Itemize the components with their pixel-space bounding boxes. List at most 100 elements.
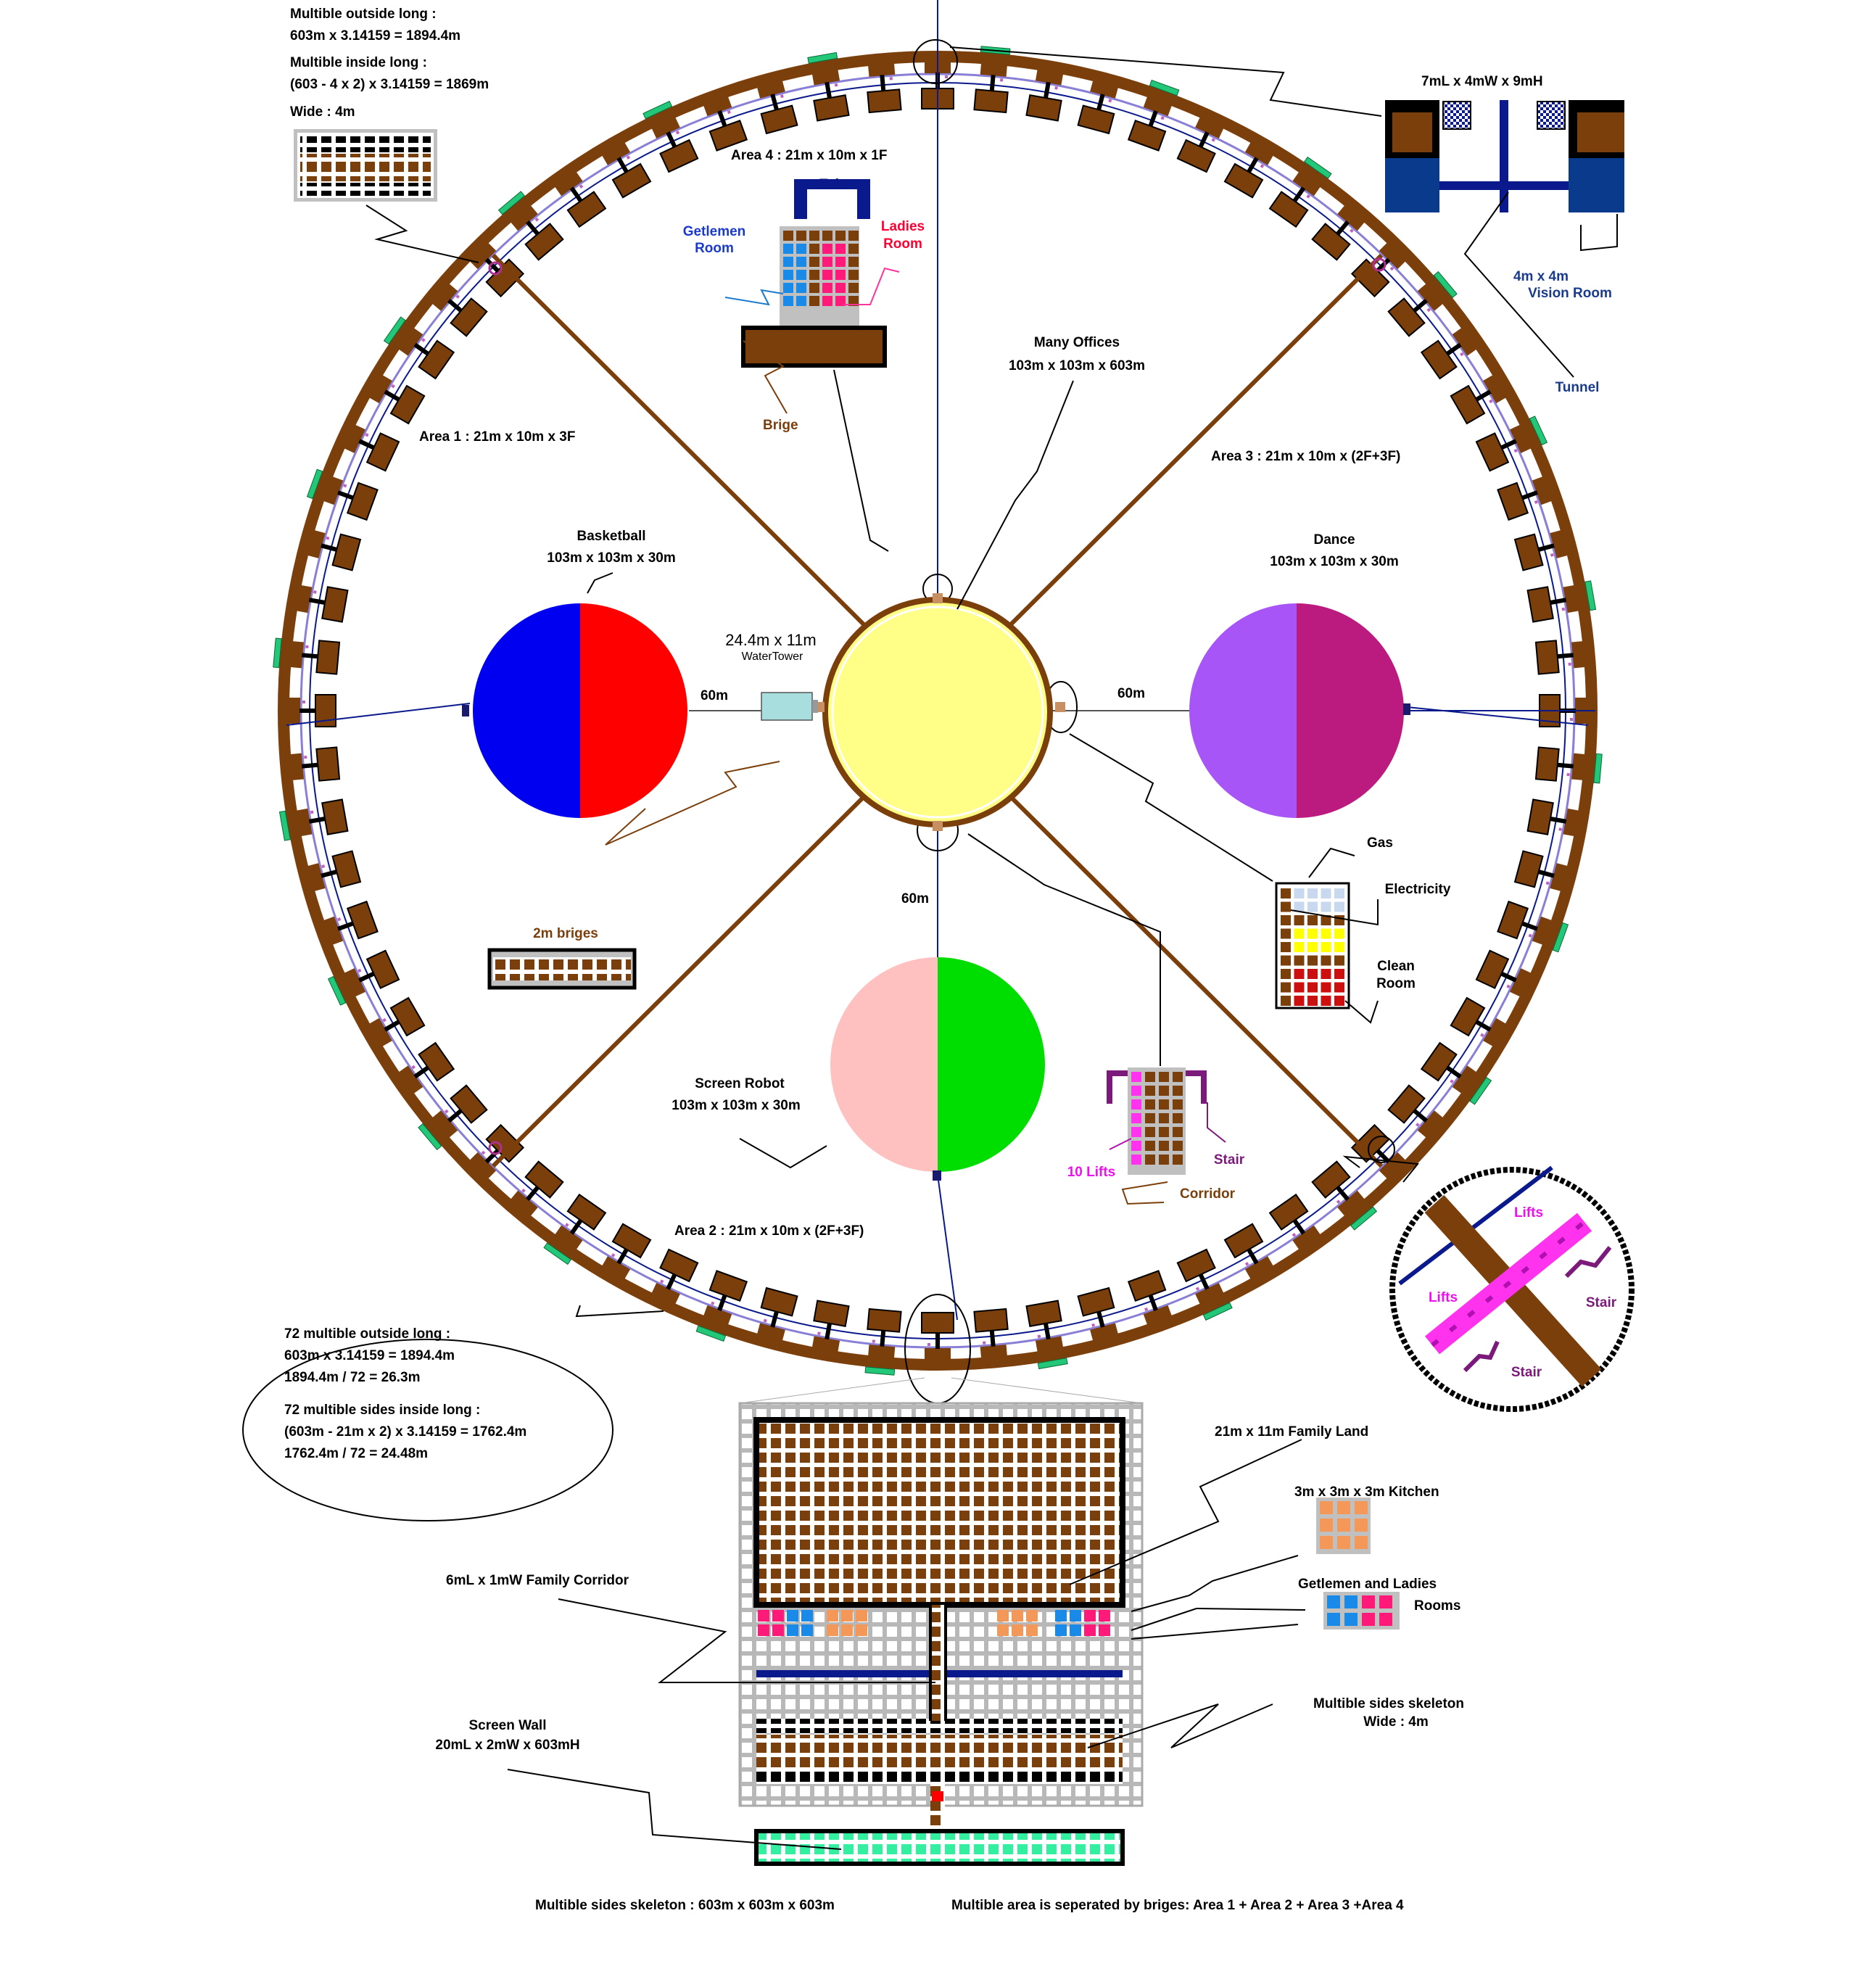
- ring-unit: [289, 746, 341, 782]
- room-cell: [801, 1624, 813, 1636]
- ring-unit: [973, 1308, 1009, 1359]
- toilet-cell: [848, 257, 859, 267]
- ring-green-marker: [1350, 1206, 1378, 1231]
- room-cell: [1099, 1610, 1110, 1622]
- offices-label: Many Offices: [1034, 335, 1120, 350]
- utility-cell: [1307, 942, 1318, 952]
- family-corridor-label: 6mL x 1mW Family Corridor: [446, 1573, 629, 1588]
- room-cell: [1070, 1610, 1081, 1622]
- ring-unit: [1534, 640, 1586, 675]
- ring-unit: [756, 1286, 798, 1342]
- tunnel-label: Tunnel: [1555, 380, 1600, 395]
- bridges-label: 2m briges: [533, 926, 598, 941]
- ring-green-marker: [1202, 1302, 1233, 1321]
- toilet-cell: [783, 296, 793, 306]
- room-cell: [1099, 1624, 1110, 1636]
- utility-cell: [1281, 969, 1291, 979]
- ring-unit: [1387, 1084, 1444, 1139]
- ring-unit: [601, 141, 652, 199]
- ring-unit: [307, 850, 362, 892]
- lift-cell: [1131, 1141, 1141, 1151]
- rooms-cell: [1379, 1613, 1392, 1626]
- ring-unit: [296, 585, 349, 623]
- wide-label: Wide : 4m: [290, 104, 355, 120]
- ring-unit: [1526, 798, 1579, 837]
- ring-green-markers: [273, 46, 1603, 1376]
- screen-robot-label: Screen Robot: [695, 1076, 785, 1091]
- ring-unit: [398, 1041, 455, 1094]
- utility-cell: [1321, 901, 1331, 912]
- toilet-cell: [822, 231, 832, 241]
- note-line-3: 1894.4m / 72 = 26.3m: [284, 1370, 421, 1385]
- utility-cell: [1281, 888, 1291, 899]
- ladies-room-label: Ladies: [881, 219, 925, 234]
- room-cell: [1026, 1624, 1038, 1636]
- toilet-cell: [822, 283, 832, 293]
- kitchen-sample: [1316, 1498, 1371, 1554]
- ring-unit: [921, 1312, 954, 1360]
- ring-unit: [1534, 746, 1586, 782]
- room-cell: [758, 1624, 769, 1636]
- ring-unit: [1497, 900, 1553, 946]
- ring-unit: [510, 205, 564, 261]
- ring-unit: [1223, 1223, 1274, 1280]
- utility-cell: [1321, 996, 1331, 1006]
- toilet-cell: [809, 244, 819, 254]
- ring-green-marker: [1529, 416, 1548, 446]
- toilet-cell: [848, 283, 859, 293]
- utility-cell: [1334, 915, 1344, 925]
- toilet-cell: [835, 257, 846, 267]
- lift-cell: [1145, 1099, 1155, 1110]
- room-cell: [856, 1610, 867, 1622]
- ring-unit: [296, 798, 349, 837]
- ring-unit: [368, 996, 426, 1047]
- ring-unit: [1475, 949, 1532, 997]
- utility-cell: [1321, 969, 1331, 979]
- lift-cell: [1145, 1072, 1155, 1082]
- ring-unit: [1025, 1300, 1064, 1352]
- ring-green-marker: [642, 100, 673, 120]
- ring-unit: [1077, 1286, 1119, 1342]
- toilet-cell: [796, 244, 806, 254]
- utility-cell: [1281, 915, 1291, 925]
- utility-cell: [1321, 955, 1331, 966]
- ring-unit: [344, 949, 400, 997]
- ring-green-marker: [278, 810, 291, 841]
- bridge-sample: [487, 948, 637, 990]
- area4-label: Area 4 : 21m x 10m x 1F: [731, 148, 887, 163]
- room-cell: [827, 1610, 838, 1622]
- ring-unit: [601, 1223, 652, 1280]
- lift-cell: [1131, 1099, 1141, 1110]
- ring-unit: [1223, 141, 1274, 199]
- ring-green-marker: [1149, 79, 1180, 96]
- ring-green-marker: [306, 468, 323, 500]
- ring-unit: [1268, 171, 1321, 228]
- kitchen-cell: [1355, 1501, 1368, 1514]
- distance-left: 60m: [701, 688, 728, 703]
- ring-green-marker: [807, 51, 838, 64]
- skeleton-label: Multible sides skeleton: [1313, 1696, 1464, 1711]
- room-cell: [1055, 1624, 1067, 1636]
- dance-court: [1189, 603, 1410, 818]
- ring-unit: [811, 1300, 850, 1352]
- rooms-cell: [1344, 1613, 1358, 1626]
- ring-unit: [289, 640, 341, 675]
- toilet-cell: [848, 231, 859, 241]
- toilet-cell: [796, 296, 806, 306]
- offices-dimensions: 103m x 103m x 603m: [1009, 358, 1145, 373]
- toilet-cell: [835, 270, 846, 280]
- utility-cell: [1321, 982, 1331, 993]
- bridge-label: Brige: [763, 418, 798, 433]
- toilet-cell: [809, 283, 819, 293]
- ring-unit: [973, 62, 1009, 114]
- note-line-6: 1762.4m / 72 = 24.48m: [284, 1446, 428, 1461]
- note-line-1: 72 multible outside long :: [284, 1326, 450, 1342]
- utility-cell: [1294, 982, 1305, 993]
- ring-unit: [1513, 850, 1569, 892]
- utility-cell: [1334, 955, 1344, 966]
- room-cell: [787, 1610, 798, 1622]
- screen-wall-label: Screen Wall: [468, 1718, 546, 1733]
- corridor-label: Corridor: [1180, 1186, 1236, 1202]
- ring-unit: [1475, 424, 1532, 472]
- ring-unit: [554, 1193, 607, 1250]
